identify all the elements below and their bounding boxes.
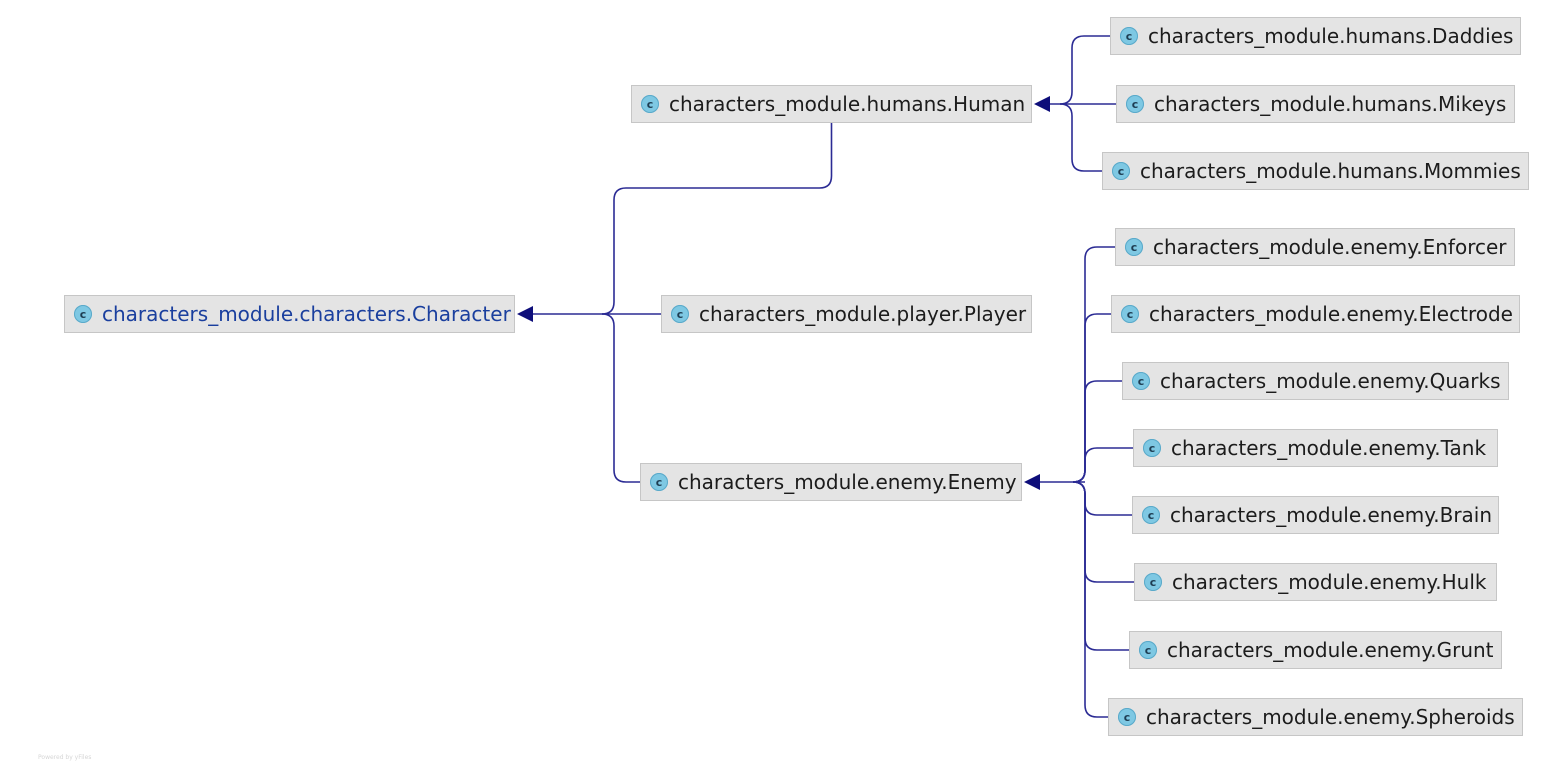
class-icon-glyph: c xyxy=(1125,29,1133,43)
class-icon: c xyxy=(1126,95,1144,113)
class-node-tank[interactable]: c characters_module.enemy.Tank xyxy=(1133,429,1498,467)
class-node-label: characters_module.humans.Daddies xyxy=(1148,24,1514,48)
class-icon: c xyxy=(650,473,668,491)
arrowhead-enemy xyxy=(1024,474,1040,490)
class-node-enemy[interactable]: c characters_module.enemy.Enemy xyxy=(640,463,1022,501)
class-icon: c xyxy=(1112,162,1130,180)
class-node-human[interactable]: c characters_module.humans.Human xyxy=(631,85,1032,123)
class-node-label: characters_module.enemy.Brain xyxy=(1170,503,1493,527)
class-node-character[interactable]: c characters_module.characters.Character xyxy=(64,295,515,333)
class-icon: c xyxy=(1139,641,1157,659)
edge-tank-to-enemy xyxy=(1072,447,1133,483)
edge-enemy-to-character xyxy=(601,313,640,483)
class-icon-glyph: c xyxy=(1123,710,1131,724)
class-node-hulk[interactable]: c characters_module.enemy.Hulk xyxy=(1134,563,1497,601)
class-node-label: characters_module.humans.Mommies xyxy=(1140,159,1521,183)
class-icon: c xyxy=(641,95,659,113)
edge-quarks-to-enemy xyxy=(1072,380,1122,483)
class-node-label: characters_module.enemy.Grunt xyxy=(1167,638,1494,662)
edge-hulk-to-enemy xyxy=(1072,481,1134,583)
class-icon-glyph: c xyxy=(1147,508,1155,522)
class-icon-glyph: c xyxy=(1131,97,1139,111)
edge-grunt-to-enemy xyxy=(1072,481,1129,651)
class-icon: c xyxy=(1144,573,1162,591)
class-icon: c xyxy=(1121,305,1139,323)
class-node-brain[interactable]: c characters_module.enemy.Brain xyxy=(1132,496,1499,534)
class-icon-glyph: c xyxy=(1126,307,1134,321)
class-node-enforcer[interactable]: c characters_module.enemy.Enforcer xyxy=(1115,228,1515,266)
class-icon: c xyxy=(1120,27,1138,45)
arrowhead-character xyxy=(517,306,533,322)
class-node-label: characters_module.enemy.Tank xyxy=(1171,436,1487,460)
watermark-text: Powered by yFiles xyxy=(38,754,92,761)
class-icon-glyph: c xyxy=(1117,164,1125,178)
class-icon: c xyxy=(74,305,92,323)
class-node-label: characters_module.humans.Mikeys xyxy=(1154,92,1507,116)
class-node-label: characters_module.enemy.Quarks xyxy=(1160,369,1501,393)
class-node-label: characters_module.enemy.Enforcer xyxy=(1153,235,1507,259)
class-node-mommies[interactable]: c characters_module.humans.Mommies xyxy=(1102,152,1529,190)
edge-enforcer-to-enemy xyxy=(1072,246,1115,483)
class-node-grunt[interactable]: c characters_module.enemy.Grunt xyxy=(1129,631,1502,669)
class-node-quarks[interactable]: c characters_module.enemy.Quarks xyxy=(1122,362,1509,400)
class-icon: c xyxy=(671,305,689,323)
class-icon: c xyxy=(1118,708,1136,726)
edge-daddies-to-human xyxy=(1059,35,1110,105)
class-icon-glyph: c xyxy=(1149,575,1157,589)
edge-electrode-to-enemy xyxy=(1072,313,1111,483)
class-node-player[interactable]: c characters_module.player.Player xyxy=(661,295,1032,333)
arrowhead-human xyxy=(1034,96,1050,112)
class-node-mikeys[interactable]: c characters_module.humans.Mikeys xyxy=(1116,85,1515,123)
class-node-label: characters_module.humans.Human xyxy=(669,92,1026,116)
class-node-label: characters_module.enemy.Electrode xyxy=(1149,302,1513,326)
class-icon: c xyxy=(1125,238,1143,256)
class-node-label: characters_module.characters.Character xyxy=(102,302,511,326)
class-icon-glyph: c xyxy=(79,307,87,321)
class-icon-glyph: c xyxy=(1144,643,1152,657)
edge-mommies-to-human xyxy=(1059,103,1102,172)
class-node-electrode[interactable]: c characters_module.enemy.Electrode xyxy=(1111,295,1520,333)
class-node-label: characters_module.enemy.Enemy xyxy=(678,470,1017,494)
class-icon: c xyxy=(1143,439,1161,457)
class-node-label: characters_module.enemy.Hulk xyxy=(1172,570,1487,594)
class-icon: c xyxy=(1142,506,1160,524)
class-icon-glyph: c xyxy=(1148,441,1156,455)
edge-human-to-character xyxy=(601,123,833,315)
class-icon-glyph: c xyxy=(1130,240,1138,254)
class-node-daddies[interactable]: c characters_module.humans.Daddies xyxy=(1110,17,1521,55)
class-node-label: characters_module.enemy.Spheroids xyxy=(1146,705,1515,729)
class-icon-glyph: c xyxy=(676,307,684,321)
class-node-label: characters_module.player.Player xyxy=(699,302,1027,326)
class-icon-glyph: c xyxy=(655,475,663,489)
class-icon-glyph: c xyxy=(1137,374,1145,388)
class-icon-glyph: c xyxy=(646,97,654,111)
edge-brain-to-enemy xyxy=(1072,481,1132,516)
edge-spheroids-to-enemy xyxy=(1072,481,1108,718)
class-icon: c xyxy=(1132,372,1150,390)
class-node-spheroids[interactable]: c characters_module.enemy.Spheroids xyxy=(1108,698,1523,736)
